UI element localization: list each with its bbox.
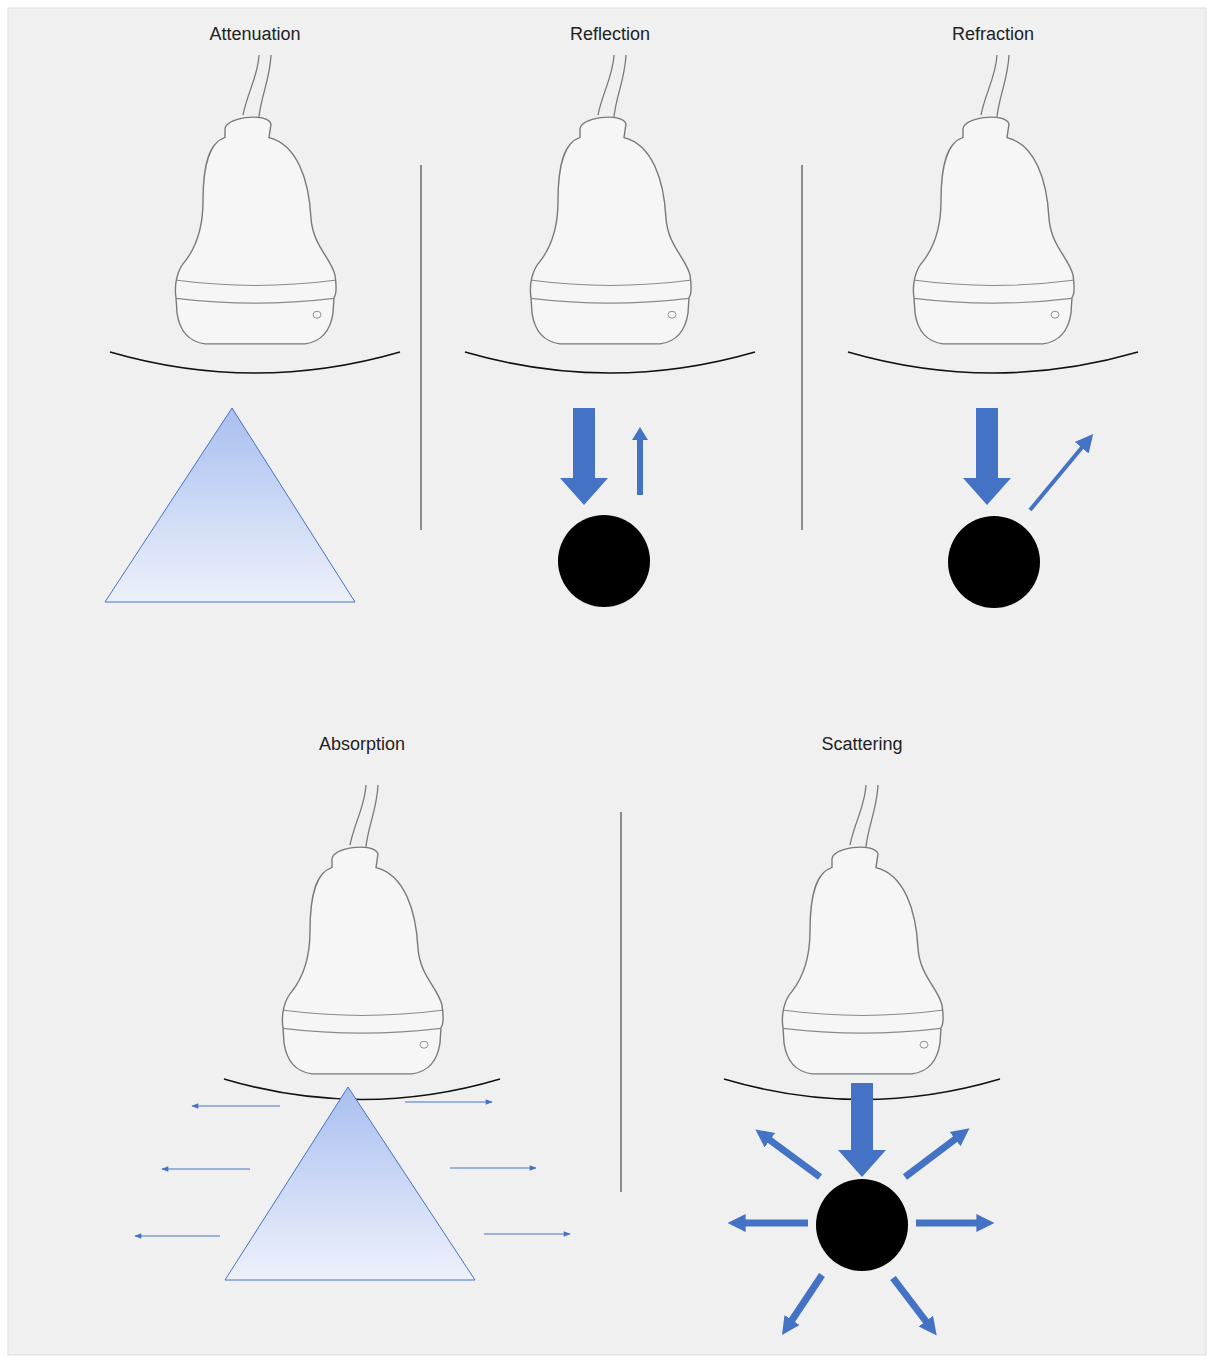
- absorption-figure: [135, 1087, 570, 1280]
- panel-title: Attenuation: [209, 24, 300, 46]
- refraction-figure: [948, 408, 1084, 608]
- reflection-figure: [558, 408, 650, 607]
- panel-title: Absorption: [319, 734, 405, 756]
- panel-title: Refraction: [952, 24, 1034, 46]
- tissue-triangle: [105, 408, 355, 602]
- panel-title: Scattering: [821, 734, 902, 756]
- panel-title: Reflection: [570, 24, 650, 46]
- background-panel: [8, 8, 1206, 1355]
- scattering-figure: [742, 1083, 980, 1324]
